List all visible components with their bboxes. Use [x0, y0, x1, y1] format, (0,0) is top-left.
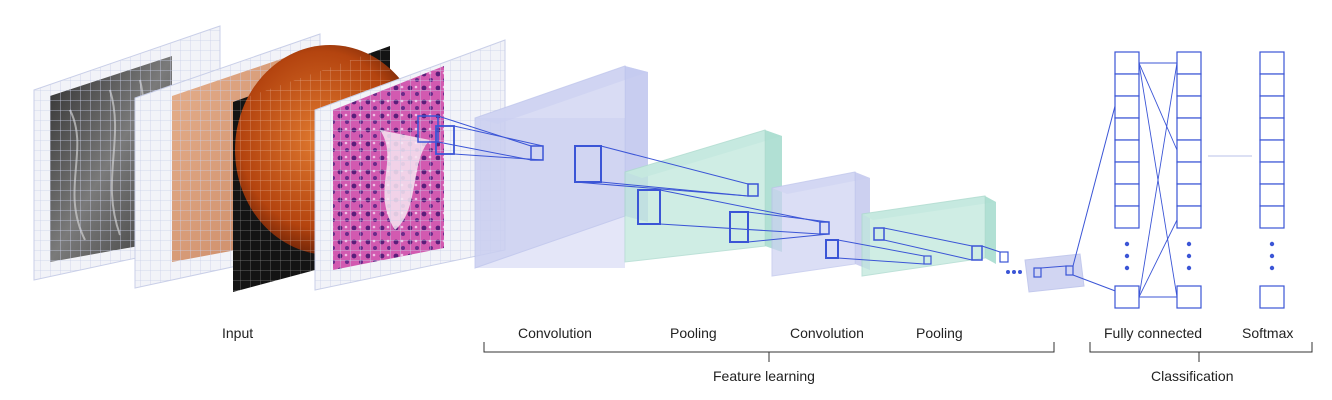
convolution-block-2: [771, 171, 870, 277]
fc2-ellipsis: [1186, 241, 1192, 271]
classification-label: Classification: [1151, 368, 1234, 384]
softmax-ellipsis: [1269, 241, 1275, 271]
fully-connected-layer-1: [1114, 51, 1140, 309]
fc-connections: [1138, 62, 1178, 298]
convolution-label-1: Convolution: [518, 325, 592, 341]
ellipsis-dots: [1006, 270, 1022, 274]
feature-learning-label: Feature learning: [713, 368, 815, 384]
fully-connected-layer-2: [1176, 51, 1202, 309]
input-receptive-field: [417, 115, 455, 155]
pooling-label-2: Pooling: [916, 325, 963, 341]
softmax-layer: [1259, 51, 1285, 309]
convolution-label-2: Convolution: [790, 325, 864, 341]
pooling-label-1: Pooling: [670, 325, 717, 341]
flatten-block: [1024, 253, 1085, 293]
fc1-ellipsis: [1124, 241, 1130, 271]
pooling-block-2: [861, 195, 1009, 277]
connection-lines: [437, 67, 1126, 293]
input-label: Input: [222, 325, 254, 341]
input-stack: [33, 25, 506, 292]
histology-image: [314, 39, 506, 291]
classification-bracket: [1089, 342, 1313, 362]
feature-learning-bracket: [483, 342, 1055, 362]
softmax-label: Softmax: [1242, 325, 1294, 341]
fully-connected-label: Fully connected: [1104, 325, 1203, 341]
